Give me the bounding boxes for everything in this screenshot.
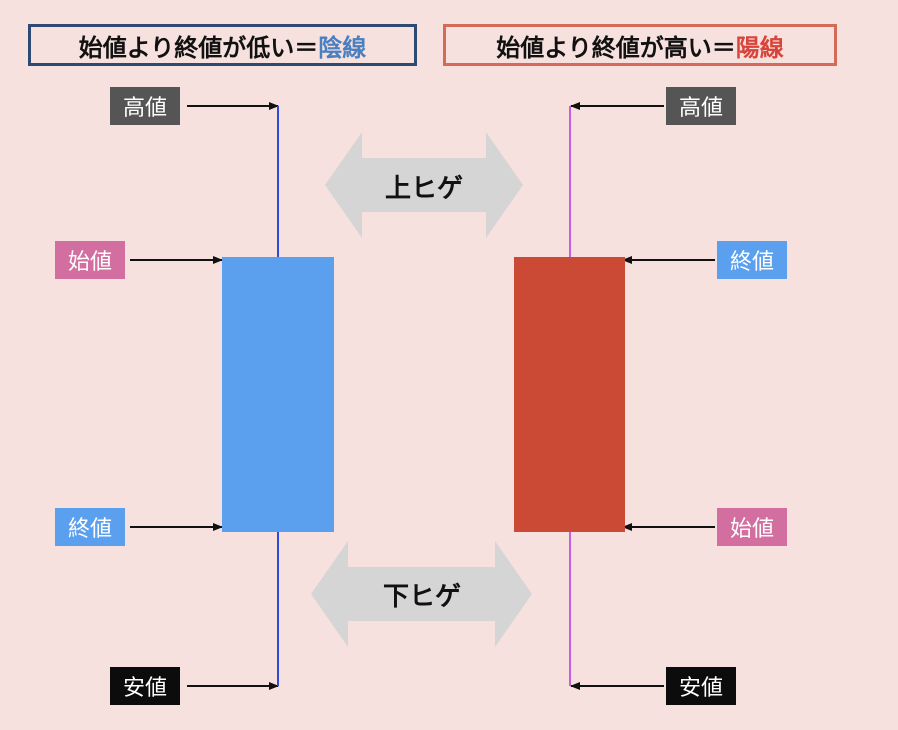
upper-wick-double-arrow — [325, 132, 523, 238]
left-lower-wick — [277, 532, 279, 686]
bullish-title-box: 始値より終値が高い＝陽線 — [443, 24, 837, 66]
right-upper-wick — [569, 106, 571, 258]
right-low-label: 安値 — [666, 667, 736, 705]
left-low-label: 安値 — [110, 667, 180, 705]
bearish-title-prefix: 始値より終値が低い＝ — [78, 33, 319, 62]
left-open-label: 始値 — [55, 241, 125, 279]
lower-wick-label: 下ヒゲ — [382, 582, 461, 612]
bearish-title-box: 始値より終値が低い＝陰線 — [28, 24, 417, 66]
upper-wick-label: 上ヒゲ — [384, 174, 463, 204]
bearish-title-term: 陰線 — [318, 33, 367, 62]
right-high-label: 高値 — [666, 87, 736, 125]
left-candle-body — [222, 257, 334, 532]
right-close-label: 終値 — [717, 241, 787, 279]
left-high-label: 高値 — [110, 87, 180, 125]
right-lower-wick — [569, 532, 571, 686]
bullish-title-term: 陽線 — [735, 33, 784, 62]
lower-wick-double-arrow — [311, 541, 532, 647]
right-open-label: 始値 — [717, 508, 787, 546]
left-close-label: 終値 — [55, 508, 125, 546]
bullish-title-prefix: 始値より終値が高い＝ — [496, 33, 736, 62]
right-candle-body — [514, 257, 625, 532]
left-upper-wick — [277, 106, 279, 258]
